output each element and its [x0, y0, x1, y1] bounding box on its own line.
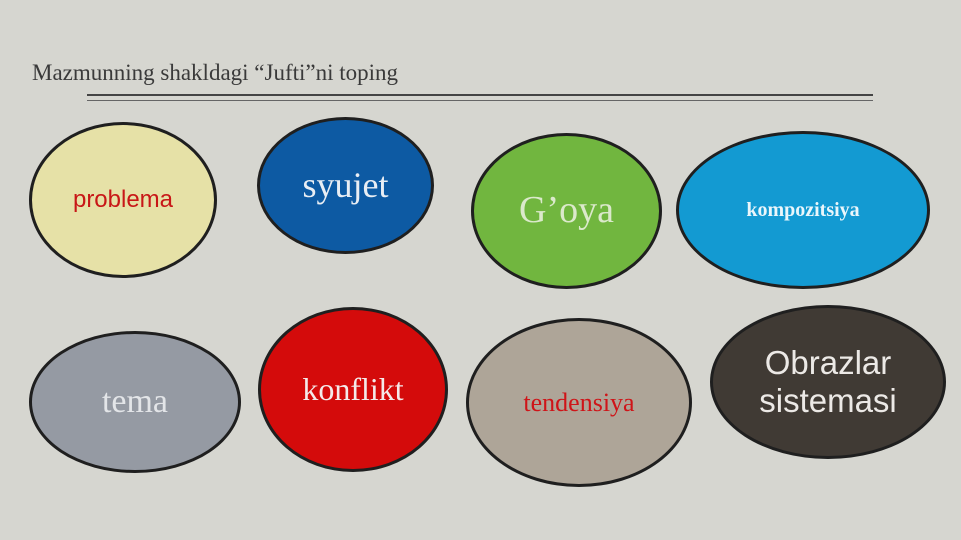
title-underline-thin [87, 100, 873, 101]
oval-syujet[interactable]: syujet [257, 117, 434, 254]
oval-tendensiya[interactable]: tendensiya [466, 318, 692, 487]
oval-label: konflikt [302, 371, 404, 408]
oval-label: tema [101, 383, 169, 421]
slide-title: Mazmunning shakldagi “Jufti”ni toping [32, 60, 399, 85]
oval-label: kompozitsiya [746, 198, 860, 221]
oval-label: Obrazlar sistemasi [759, 344, 897, 419]
oval-problema[interactable]: problema [29, 122, 217, 278]
oval-label: problema [72, 186, 174, 214]
oval-obrazlar-sistemasi[interactable]: Obrazlar sistemasi [710, 305, 946, 459]
oval-konflikt[interactable]: konflikt [258, 307, 448, 472]
oval-kompozitsiya[interactable]: kompozitsiya [676, 131, 930, 289]
title-underline [87, 94, 873, 96]
oval-label: syujet [302, 164, 389, 205]
oval-goya[interactable]: G’oya [471, 133, 662, 289]
oval-label: G’oya [519, 189, 614, 232]
oval-tema[interactable]: tema [29, 331, 241, 473]
oval-label: tendensiya [523, 387, 635, 417]
